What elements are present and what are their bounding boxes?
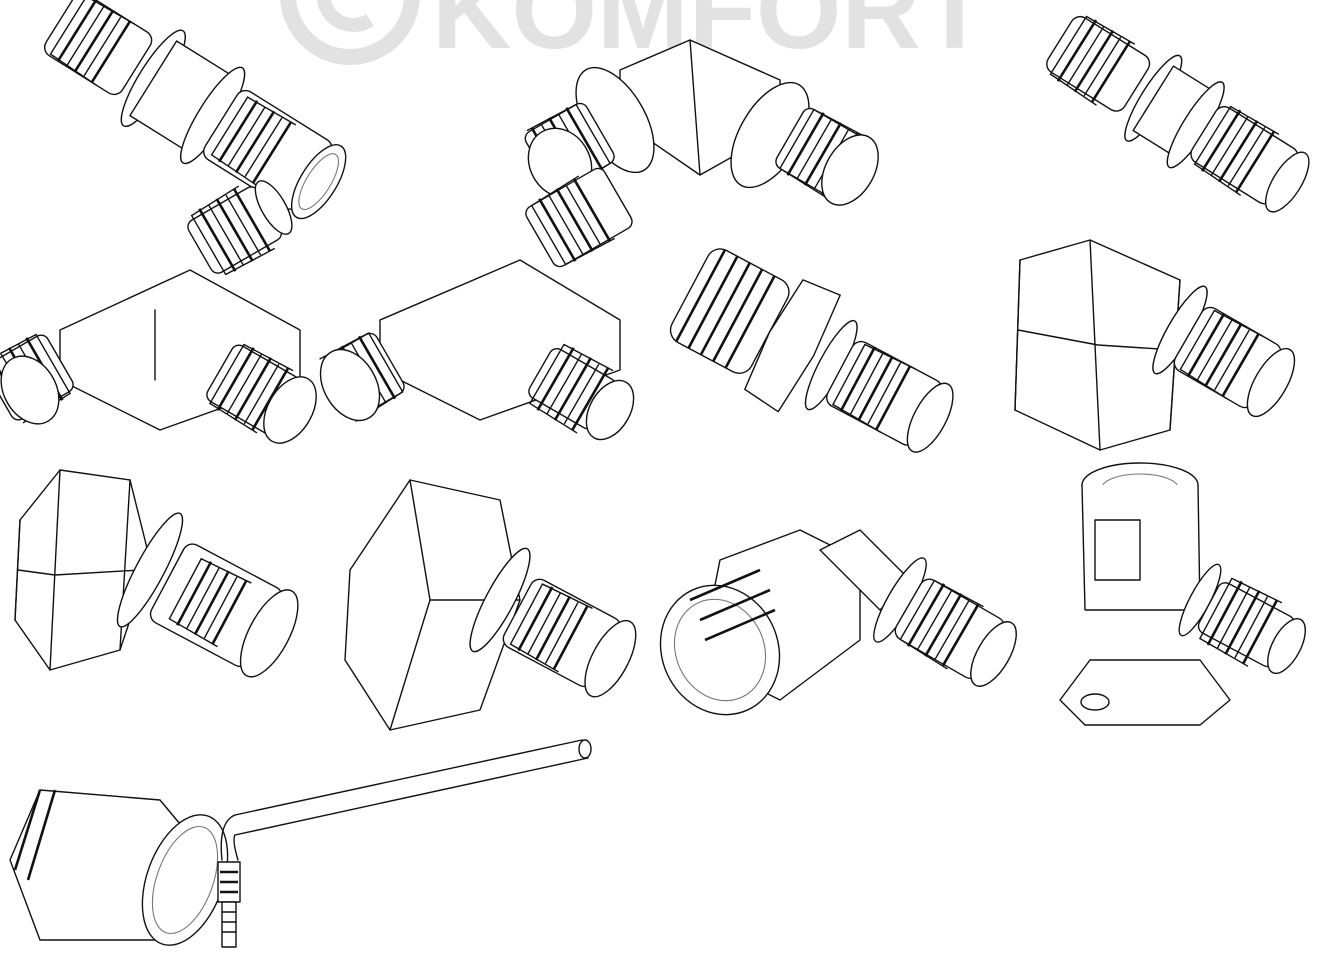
- fitting-coupling-reducer: [44, 0, 347, 220]
- fitting-compression-sleeve: [9, 789, 229, 946]
- fitting-male-threaded-elbow: [659, 529, 1017, 716]
- fitting-elbow-90: [524, 39, 879, 206]
- fitting-radiator-connection-tube: [217, 739, 592, 948]
- fitting-wall-plate-elbow: [1059, 462, 1306, 726]
- fitting-male-threaded-adapter: [669, 248, 954, 453]
- fitting-tee-reducer: [318, 167, 635, 441]
- fitting-coupling-equal: [1046, 13, 1310, 213]
- fitting-union-nut-adapter-large: [344, 479, 637, 731]
- fitting-tee-equal: [0, 180, 317, 444]
- watermark-logo: [280, 0, 420, 65]
- fitting-female-threaded-adapter: [1014, 239, 1296, 451]
- watermark: KOMFORT: [280, 0, 988, 72]
- fitting-union-nut-adapter: [14, 469, 299, 678]
